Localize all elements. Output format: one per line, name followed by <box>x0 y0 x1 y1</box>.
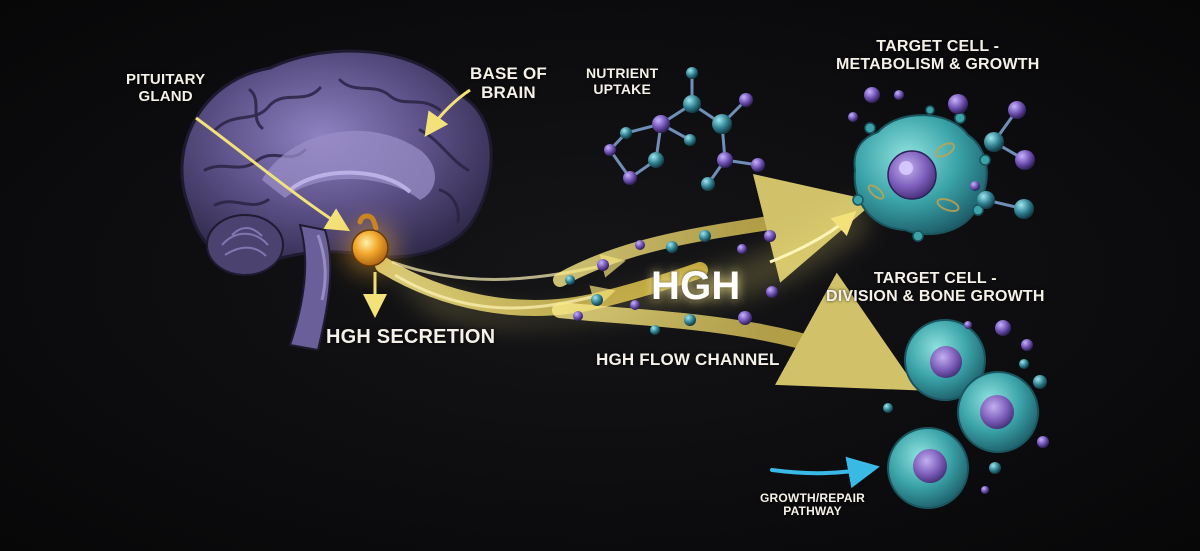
pituitary-pointer-arrow <box>195 116 351 232</box>
pituitary-gland-icon <box>344 213 396 274</box>
brain-illustration <box>180 49 493 352</box>
label-target-cell-division: TARGET CELL -DIVISION & BONE GROWTH <box>826 270 1045 305</box>
growth-repair-arrow <box>770 456 880 489</box>
hgh-particles <box>565 230 778 335</box>
label-target-cell-metabolism: TARGET CELL -METABOLISM & GROWTH <box>836 38 1040 73</box>
nutrient-molecule-icon <box>604 67 765 191</box>
base-of-brain-arrow <box>424 88 471 137</box>
label-hgh: HGH <box>651 264 741 308</box>
target-cell-metabolism-icon <box>848 87 1035 242</box>
label-hgh-flow-channel: HGH FLOW CHANNEL <box>596 350 780 369</box>
target-cell-division-icon <box>883 319 1049 509</box>
label-hgh-secretion: HGH SECRETION <box>326 326 496 348</box>
